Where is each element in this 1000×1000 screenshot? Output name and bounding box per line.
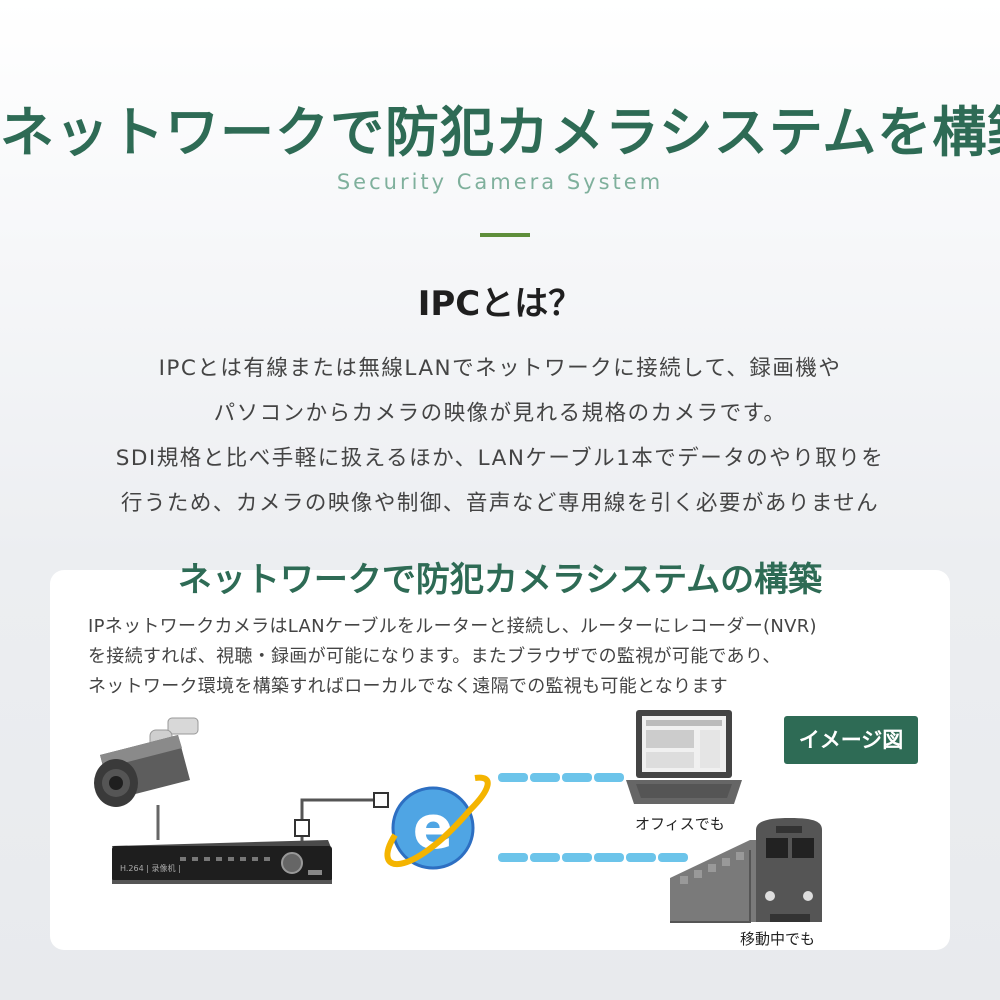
- laptop-icon: [626, 710, 742, 804]
- card-description-line: IPネットワークカメラはLANケーブルをルーターと接続し、ルーターにレコーダー(…: [88, 616, 817, 637]
- intro-line: SDI規格と比べ手軽に扱えるほか、LANケーブル1本でデータのやり取りを: [115, 446, 885, 471]
- image-badge: イメージ図: [784, 716, 918, 764]
- card-description-line: を接続すれば、視聴・録画が可能になります。またブラウザでの監視が可能であり、: [88, 646, 781, 667]
- train-icon: [670, 818, 822, 923]
- section-heading: IPCとは？: [417, 284, 583, 324]
- page-subtitle: Security Camera System: [336, 170, 664, 194]
- svg-text:e: e: [413, 793, 454, 863]
- card-description: IPネットワークカメラはLANケーブルをルーターと接続し、ルーターにレコーダー(…: [88, 612, 938, 702]
- intro-paragraph: IPCとは有線または無線LANでネットワークに接続して、録画機や パソコンからカ…: [0, 346, 1000, 526]
- network-diagram: H.264 | 录像机 | e: [50, 700, 950, 950]
- card-description-line: ネットワーク環境を構築すればローカルでなく遠隔での監視も可能となります: [88, 676, 728, 697]
- intro-line: パソコンからカメラの映像が見れる規格のカメラです。: [213, 401, 787, 426]
- lan-cable: [300, 798, 380, 845]
- wireless-link-mobile: [498, 853, 688, 862]
- intro-line: IPCとは有線または無線LANでネットワークに接続して、録画機や: [158, 356, 842, 381]
- svg-text:H.264 | 录像机 |: H.264 | 录像机 |: [120, 863, 181, 873]
- wireless-link-office: [498, 773, 624, 782]
- intro-line: 行うため、カメラの映像や制御、音声など専用線を引く必要がありません: [120, 491, 880, 516]
- office-label: オフィスでも: [635, 815, 725, 833]
- moving-label: 移動中でも: [740, 930, 816, 948]
- browser-e-icon: e: [384, 774, 491, 870]
- lan-plug-icon: [294, 792, 389, 837]
- title-divider: [480, 233, 530, 237]
- bullet-camera-icon: [94, 717, 199, 807]
- nvr-recorder-icon: H.264 | 录像机 |: [112, 840, 332, 884]
- card-title: ネットワークで防犯カメラシステムの構築: [177, 560, 823, 600]
- page-title: ネットワークで防犯カメラシステムを構築: [0, 101, 1000, 164]
